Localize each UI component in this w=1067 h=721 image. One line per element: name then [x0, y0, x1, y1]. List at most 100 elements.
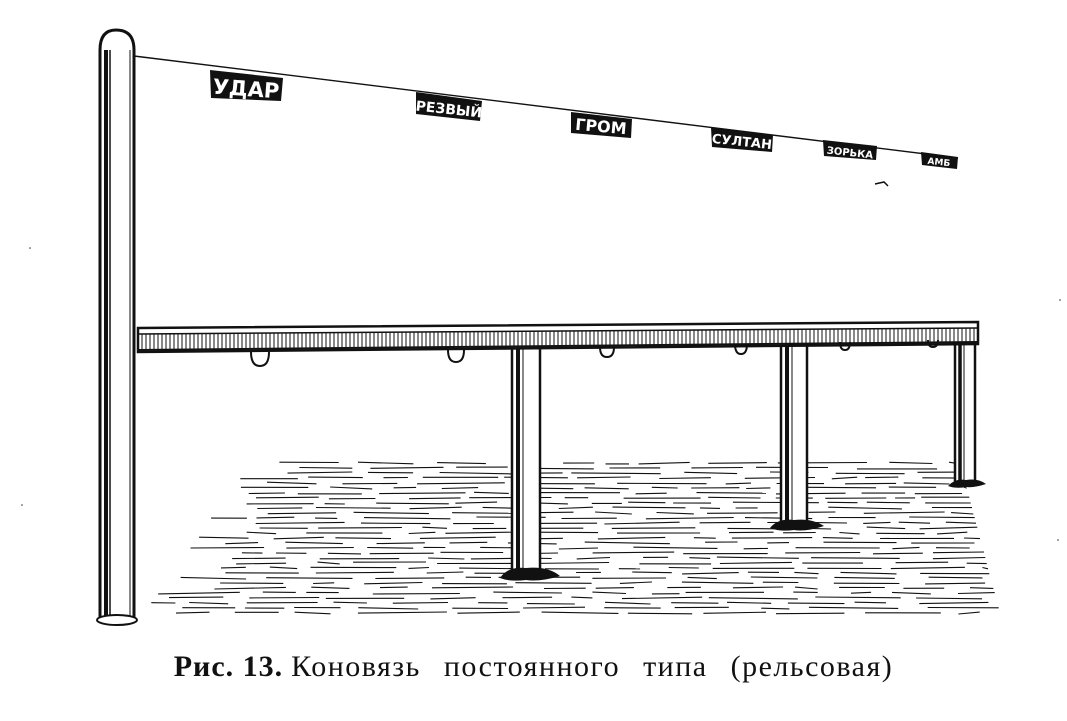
ground-hatch-line — [315, 506, 391, 509]
tall-end-post — [96, 28, 138, 626]
ground-hatch-line — [376, 542, 425, 545]
ground-hatch-line — [681, 581, 754, 584]
ground-hatch-line — [358, 607, 419, 610]
ground-hatch-line — [541, 611, 619, 614]
ground-hatch-line — [863, 521, 891, 524]
ground-hatch-line — [850, 591, 872, 594]
ground-hatch-line — [775, 612, 845, 615]
name-plate-2: РЕЗВЫЙ — [415, 92, 483, 121]
ground-hatch-line — [584, 541, 670, 545]
ground-hatch-line — [285, 541, 343, 545]
name-plate-3-text: ГРОМ — [574, 115, 627, 138]
ground-hatch-line — [928, 576, 983, 579]
ground-hatch-line — [248, 492, 285, 495]
ground-hatch-line — [595, 511, 632, 515]
ground-hatch-line — [963, 537, 981, 540]
ground-hatch-line — [865, 476, 899, 479]
ground-hatch-line — [840, 571, 897, 575]
support-post-3 — [948, 332, 986, 488]
ground-hatch-line — [957, 592, 995, 595]
ground-hatching — [151, 461, 999, 615]
ground-hatch-line — [558, 547, 599, 550]
ground-hatch-line — [360, 522, 431, 525]
ground-hatch-line — [473, 491, 509, 494]
ground-hatch-line — [190, 546, 265, 549]
ground-hatch-line — [363, 517, 451, 520]
ground-hatch-line — [419, 536, 496, 539]
ground-hatch-line — [621, 596, 703, 600]
ground-hatch-line — [315, 571, 394, 574]
ground-hatch-line — [455, 501, 498, 504]
ground-hatch-line — [619, 581, 653, 584]
ground-hatch-line — [982, 566, 989, 570]
ground-hatch-line — [313, 582, 335, 585]
ground-hatch-line — [828, 506, 902, 510]
ground-hatch-line — [417, 482, 505, 485]
ground-hatch-line — [428, 557, 465, 560]
ground-hatch-line — [903, 482, 950, 485]
ground-hatch-line — [333, 601, 367, 604]
ground-hatch-line — [409, 497, 461, 500]
ground-hatch-line — [708, 496, 761, 499]
ground-hatch-line — [909, 516, 975, 519]
ground-hatch-line — [515, 582, 592, 584]
ground-hatch-line — [651, 486, 678, 489]
ground-hatch-line — [267, 512, 337, 515]
ground-hatch-line — [327, 552, 362, 555]
ground-hatch-line — [815, 596, 901, 599]
ground-hatch-line — [706, 512, 778, 514]
ground-hatch-line — [656, 511, 694, 515]
ground-hatch-line — [577, 476, 631, 479]
name-plate-1: УДАР — [210, 70, 283, 103]
ground-hatch-line — [571, 596, 593, 599]
name-plate-6: АМБ — [921, 152, 958, 169]
ground-hatch-line — [604, 521, 680, 525]
ground-hatch-line — [668, 566, 699, 569]
ground-hatch-line — [372, 592, 460, 595]
name-plate-4: СУЛТАН — [711, 127, 773, 153]
ground-hatch-line — [199, 536, 249, 539]
ground-hatch-line — [854, 601, 887, 604]
name-plate-6-text: АМБ — [927, 157, 951, 169]
ground-hatch-line — [422, 526, 448, 529]
ground-hatch-line — [863, 511, 945, 514]
ground-hatch-line — [523, 606, 586, 609]
ground-hatch-line — [158, 591, 240, 595]
ground-hatch-line — [808, 606, 899, 609]
ground-hatch-line — [392, 601, 449, 604]
ground-hatch-line — [726, 601, 772, 604]
ground-hatch-line — [592, 591, 627, 595]
ground-hatch-line — [311, 586, 350, 589]
ground-hatch-line — [449, 541, 488, 544]
ground-hatch-line — [376, 502, 449, 505]
ground-hatch-line — [370, 466, 444, 469]
ground-hatch-line — [189, 601, 229, 605]
horizontal-rail — [136, 320, 980, 354]
ground-hatch-line — [895, 561, 949, 564]
ground-hatch-line — [689, 557, 711, 559]
ground-hatch-line — [746, 487, 771, 490]
ground-hatch-line — [919, 601, 989, 605]
ground-hatch-line — [592, 551, 675, 554]
ground-hatch-line — [699, 507, 721, 509]
ground-hatch-line — [708, 597, 798, 600]
ground-hatch-line — [945, 521, 977, 524]
ground-hatch-line — [408, 566, 430, 569]
ground-hatch-line — [409, 506, 462, 510]
ground-hatch-line — [645, 516, 734, 520]
ground-hatch-line — [255, 496, 319, 499]
ground-hatch-line — [969, 587, 994, 589]
ground-hatch-line — [441, 487, 479, 490]
ground-hatch-line — [839, 531, 860, 535]
ground-hatch-line — [866, 501, 910, 504]
ground-hatch-line — [891, 591, 931, 595]
ground-hatch-line — [638, 461, 690, 465]
ground-hatch-line — [246, 531, 277, 535]
ground-hatch-line — [699, 521, 751, 524]
ground-hatch-line — [317, 561, 340, 565]
ground-hatch-line — [761, 607, 790, 610]
ground-hatch-line — [671, 602, 719, 604]
ground-hatch-line — [256, 516, 295, 519]
ground-hatch-line — [696, 492, 767, 494]
ground-hatch-line — [266, 481, 317, 485]
